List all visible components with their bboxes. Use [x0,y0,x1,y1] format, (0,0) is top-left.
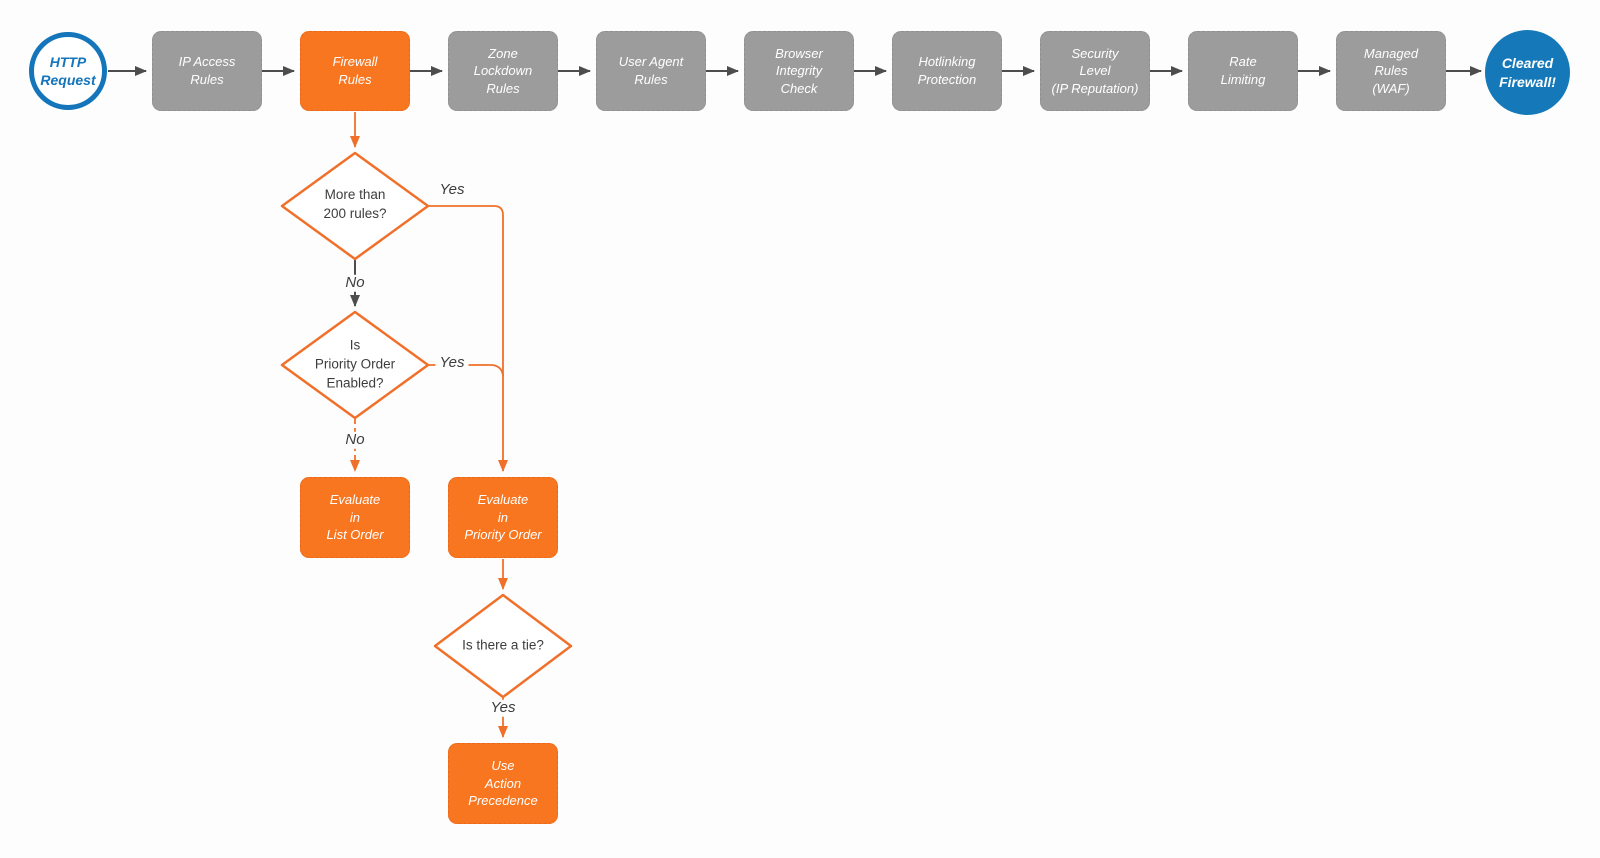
node-firewall-rules: Firewall Rules [300,31,410,111]
connector-yes1-to-priority [428,205,508,472]
decision-more-than-200-rules-label: More than 200 rules? [323,187,387,221]
node-rate-limiting: Rate Limiting [1188,31,1298,111]
node-managed-rules-waf: Managed Rules (WAF) [1336,31,1446,111]
decision-priority-order-enabled-label: Is Priority Order Enabled? [314,337,396,391]
decision-is-there-a-tie-label: Is there a tie? [462,637,544,653]
decision-more-than-200-rules-shape [280,151,430,261]
node-zone-lockdown-rules: Zone Lockdown Rules [448,31,558,111]
edge-label-no1: No [341,274,369,292]
node-evaluate-in-priority-order: Evaluate in Priority Order [448,477,558,558]
decision-is-there-a-tie-shape [433,593,573,699]
node-use-action-precedence: Use Action Precedence [448,743,558,824]
node-cleared-firewall: Cleared Firewall! [1485,30,1570,115]
edge-label-yes3: Yes [486,699,520,717]
node-http-request: HTTP Request [29,32,107,110]
decision-priority-order-enabled-shape [280,310,430,420]
node-browser-integrity-check: Browser Integrity Check [744,31,854,111]
node-ip-access-rules: IP Access Rules [152,31,262,111]
edge-label-yes2: Yes [435,354,469,372]
node-hotlinking-protection: Hotlinking Protection [892,31,1002,111]
edge-label-yes1: Yes [435,181,469,199]
connector-yes2-merge [428,364,504,377]
edge-label-no2: No [341,431,369,449]
node-user-agent-rules: User Agent Rules [596,31,706,111]
node-security-level-ip-reputation: Security Level (IP Reputation) [1040,31,1150,111]
node-evaluate-in-list-order: Evaluate in List Order [300,477,410,558]
